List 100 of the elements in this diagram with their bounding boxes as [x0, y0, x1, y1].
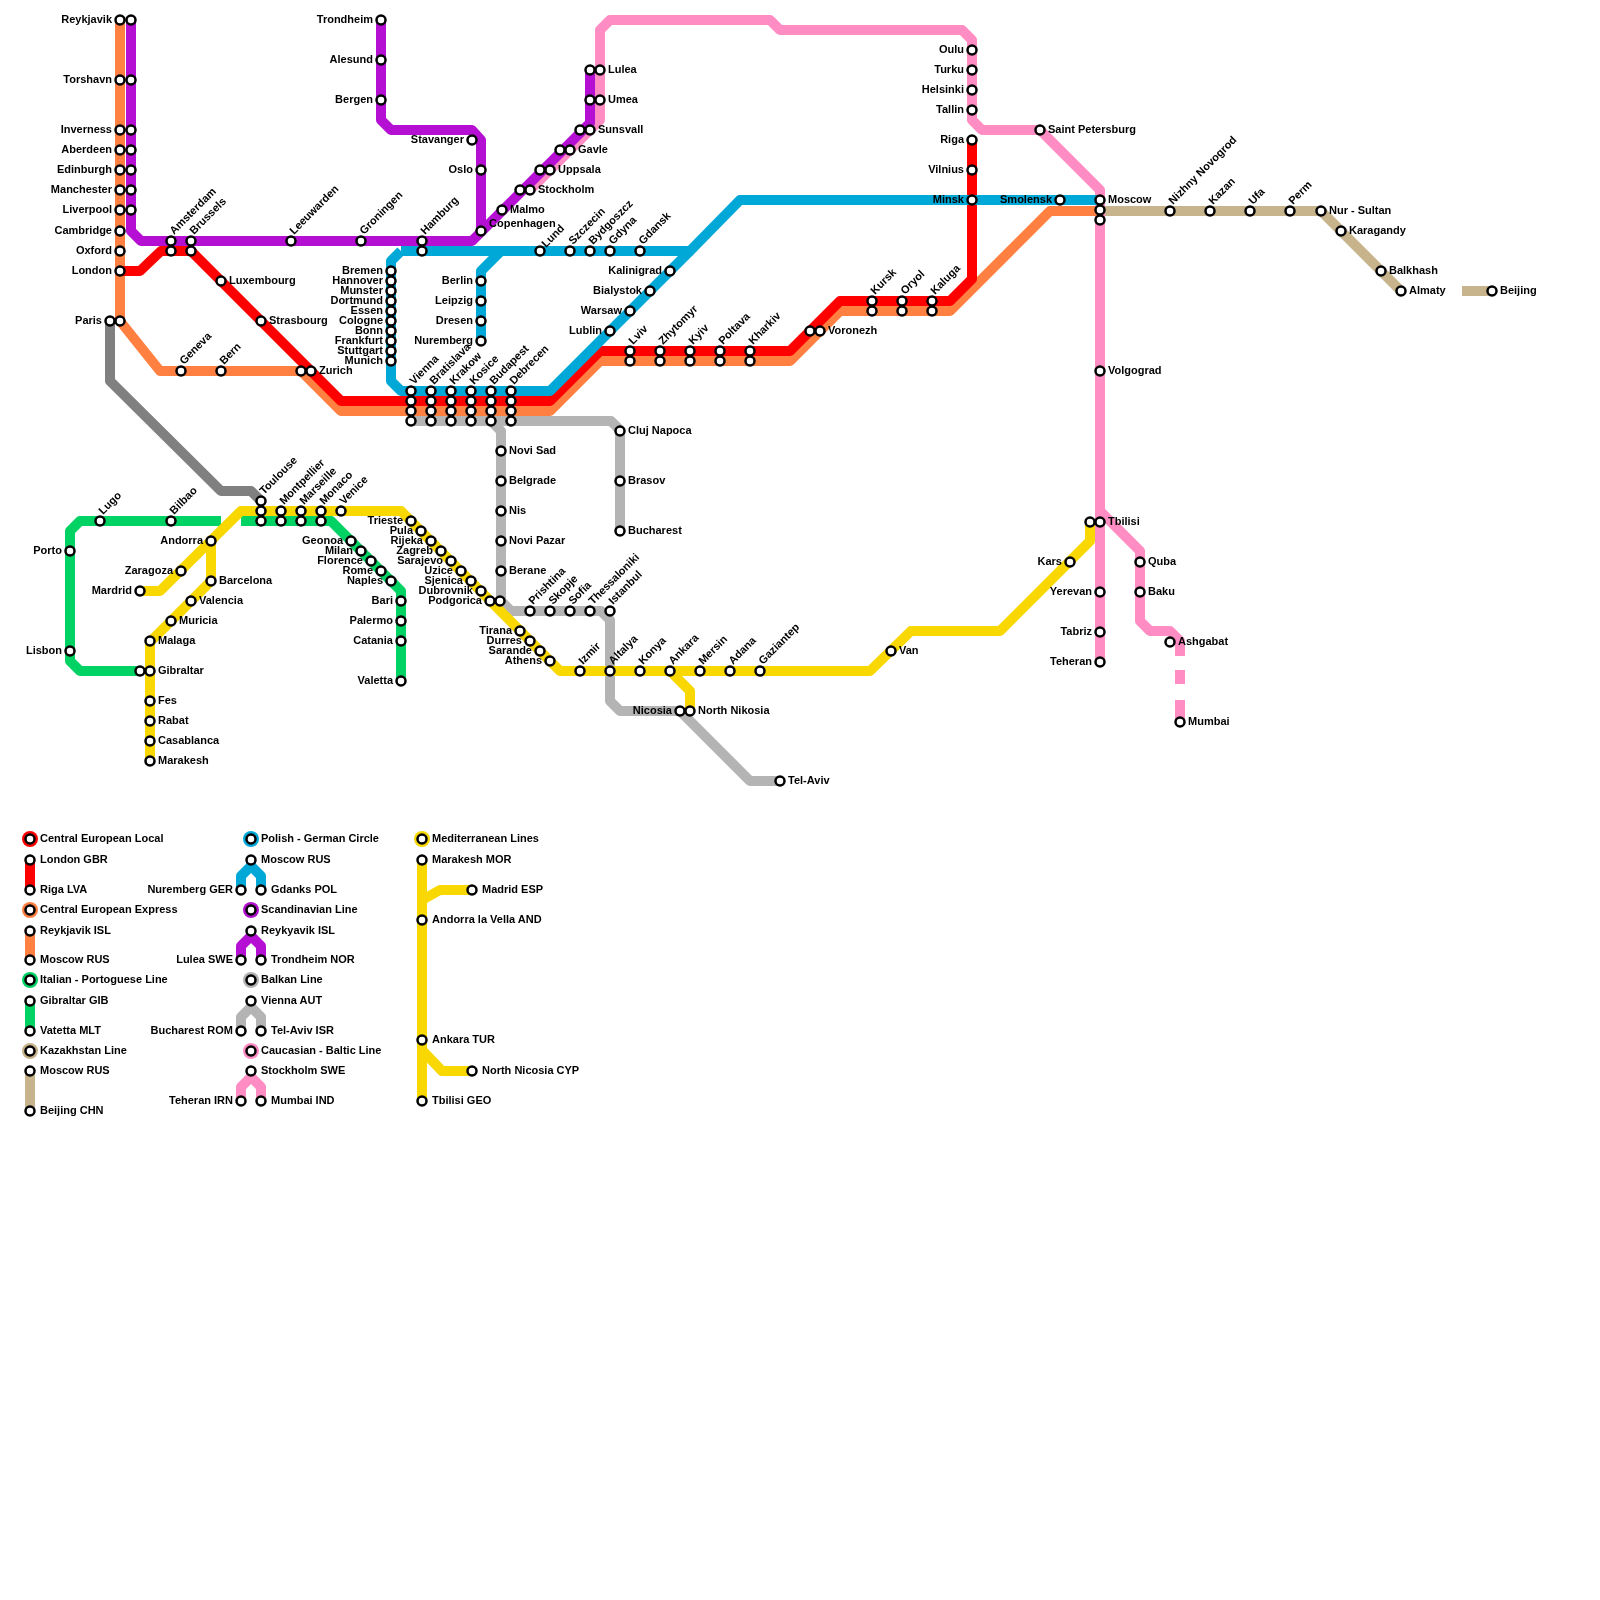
station-label: Stavanger: [410, 133, 464, 146]
station-label: Casablanca: [158, 734, 220, 747]
legend-label: Vienna AUT: [261, 994, 323, 1007]
station-label: Munster: [340, 284, 383, 296]
station-label: Tel-Aviv: [788, 774, 830, 787]
station-label: Berlin: [441, 274, 473, 287]
station-label: Manchester: [50, 183, 112, 196]
station-label: Valencia: [199, 594, 244, 607]
station-label: Uppsala: [558, 163, 601, 176]
station-label: Dortmund: [330, 294, 383, 306]
legend-label: Madrid ESP: [482, 883, 544, 896]
station-label: Zaragoza: [124, 564, 173, 577]
station-label: Cambridge: [54, 224, 112, 237]
station-label: Trieste: [367, 514, 403, 526]
station-label: Nicosia: [632, 704, 672, 717]
legend-label: Reykjavik ISL: [40, 924, 111, 937]
legend-label: Italian - Portoguese Line: [40, 973, 168, 986]
legend-label: Central European Express: [40, 903, 178, 916]
station-label: Leipzig: [435, 294, 473, 307]
station-label: Rome: [342, 564, 373, 576]
station-label: Bremen: [342, 264, 383, 276]
legend-label: Gibraltar GIB: [40, 994, 109, 1007]
station-label: London: [71, 264, 112, 277]
station-label: Turku: [934, 63, 964, 76]
station-label: Palermo: [349, 614, 393, 627]
station-label: Balkhash: [1389, 264, 1438, 277]
station-label: Kalinigrad: [608, 264, 662, 277]
legend-label: London GBR: [40, 853, 108, 866]
station-label: Oxford: [75, 244, 112, 257]
station-label: Sjenica: [424, 574, 463, 586]
station-label: Ashgabat: [1178, 635, 1229, 648]
station-label: Marakesh: [158, 754, 209, 767]
station-label: Trondheim: [316, 13, 373, 26]
station-label: Fes: [158, 694, 177, 707]
station-label: Porto: [33, 544, 62, 557]
station-label: Lulea: [608, 63, 637, 76]
station-label: Edinburgh: [57, 163, 112, 176]
station-label: Voronezh: [828, 324, 878, 337]
station-label: Sarande: [488, 644, 532, 656]
station-label: Athens: [504, 654, 542, 667]
station-label: Stuttgart: [337, 344, 383, 356]
station-label: Essen: [350, 304, 383, 316]
legend-label: Trondheim NOR: [271, 953, 355, 966]
station-label: Tallin: [936, 103, 964, 116]
legend-label: Moscow RUS: [261, 853, 331, 866]
legend-label: Stockholm SWE: [261, 1064, 346, 1077]
legend-label: Moscow RUS: [40, 1064, 110, 1077]
station-label: Rabat: [158, 714, 189, 727]
legend-label: Gdanks POL: [271, 883, 338, 896]
station-label: Strasbourg: [269, 314, 328, 327]
station-label: Tabriz: [1060, 625, 1092, 638]
station-label: Lublin: [569, 324, 602, 337]
station-label: Saint Petersburg: [1048, 123, 1137, 136]
station-label: Oulu: [938, 43, 964, 56]
station-label: Nis: [509, 504, 527, 517]
station-label: Helsinki: [921, 83, 964, 96]
station-label: North Nikosia: [698, 704, 770, 717]
station-label: Smolensk: [1000, 193, 1052, 206]
legend-label: Ankara TUR: [432, 1033, 495, 1046]
station-label: Geonoa: [302, 534, 343, 546]
station-label: Ufa: [1245, 185, 1268, 207]
legend-label: Vatetta MLT: [40, 1024, 101, 1037]
station-label: Barcelona: [219, 574, 273, 587]
legend-label: Tbilisi GEO: [432, 1094, 492, 1107]
station-label: Bucharest: [628, 524, 682, 537]
station-label: Novi Sad: [509, 444, 557, 457]
station-label: Florence: [317, 554, 363, 566]
station-label: Tirana: [479, 624, 512, 636]
legend-label: Central European Local: [40, 832, 164, 845]
station-label: Vilnius: [928, 163, 964, 176]
station-label: Umea: [608, 93, 638, 106]
legend-label: Beijing CHN: [40, 1104, 104, 1117]
station-label: Nur - Sultan: [1329, 204, 1392, 217]
station-label: Cologne: [339, 314, 383, 326]
station-label: Frankfurt: [334, 334, 383, 346]
station-label: Alesund: [329, 53, 373, 66]
station-label: Inverness: [60, 123, 112, 136]
legend-label: Tel-Aviv ISR: [271, 1024, 334, 1037]
station-label: Malmo: [510, 203, 545, 216]
station-label: Van: [899, 644, 919, 657]
station-label: Torshavn: [63, 73, 112, 86]
station-label: Moscow: [1108, 193, 1152, 206]
station-label: Bergen: [335, 93, 373, 106]
station-label: Liverpool: [62, 203, 112, 216]
station-label: Muricia: [179, 614, 218, 627]
station-label: Uzice: [424, 564, 453, 576]
legend-label: Nuremberg GER: [147, 883, 233, 896]
legend-label: Teheran IRN: [169, 1094, 233, 1107]
station-label: Podgorica: [428, 594, 482, 607]
station-label: Kars: [1037, 555, 1062, 568]
legend-label: Caucasian - Baltic Line: [261, 1044, 382, 1057]
station-label: Riga: [940, 133, 964, 146]
legend-label: Reykyavik ISL: [261, 924, 335, 937]
station-label: Bari: [371, 594, 393, 607]
legend-label: Riga LVA: [40, 883, 88, 896]
station-label: Sunsvall: [598, 123, 644, 136]
legend-label: Marakesh MOR: [432, 853, 512, 866]
station-label: Almaty: [1409, 284, 1446, 297]
station-label: Oslo: [448, 163, 473, 176]
station-label: Dresen: [435, 314, 473, 327]
